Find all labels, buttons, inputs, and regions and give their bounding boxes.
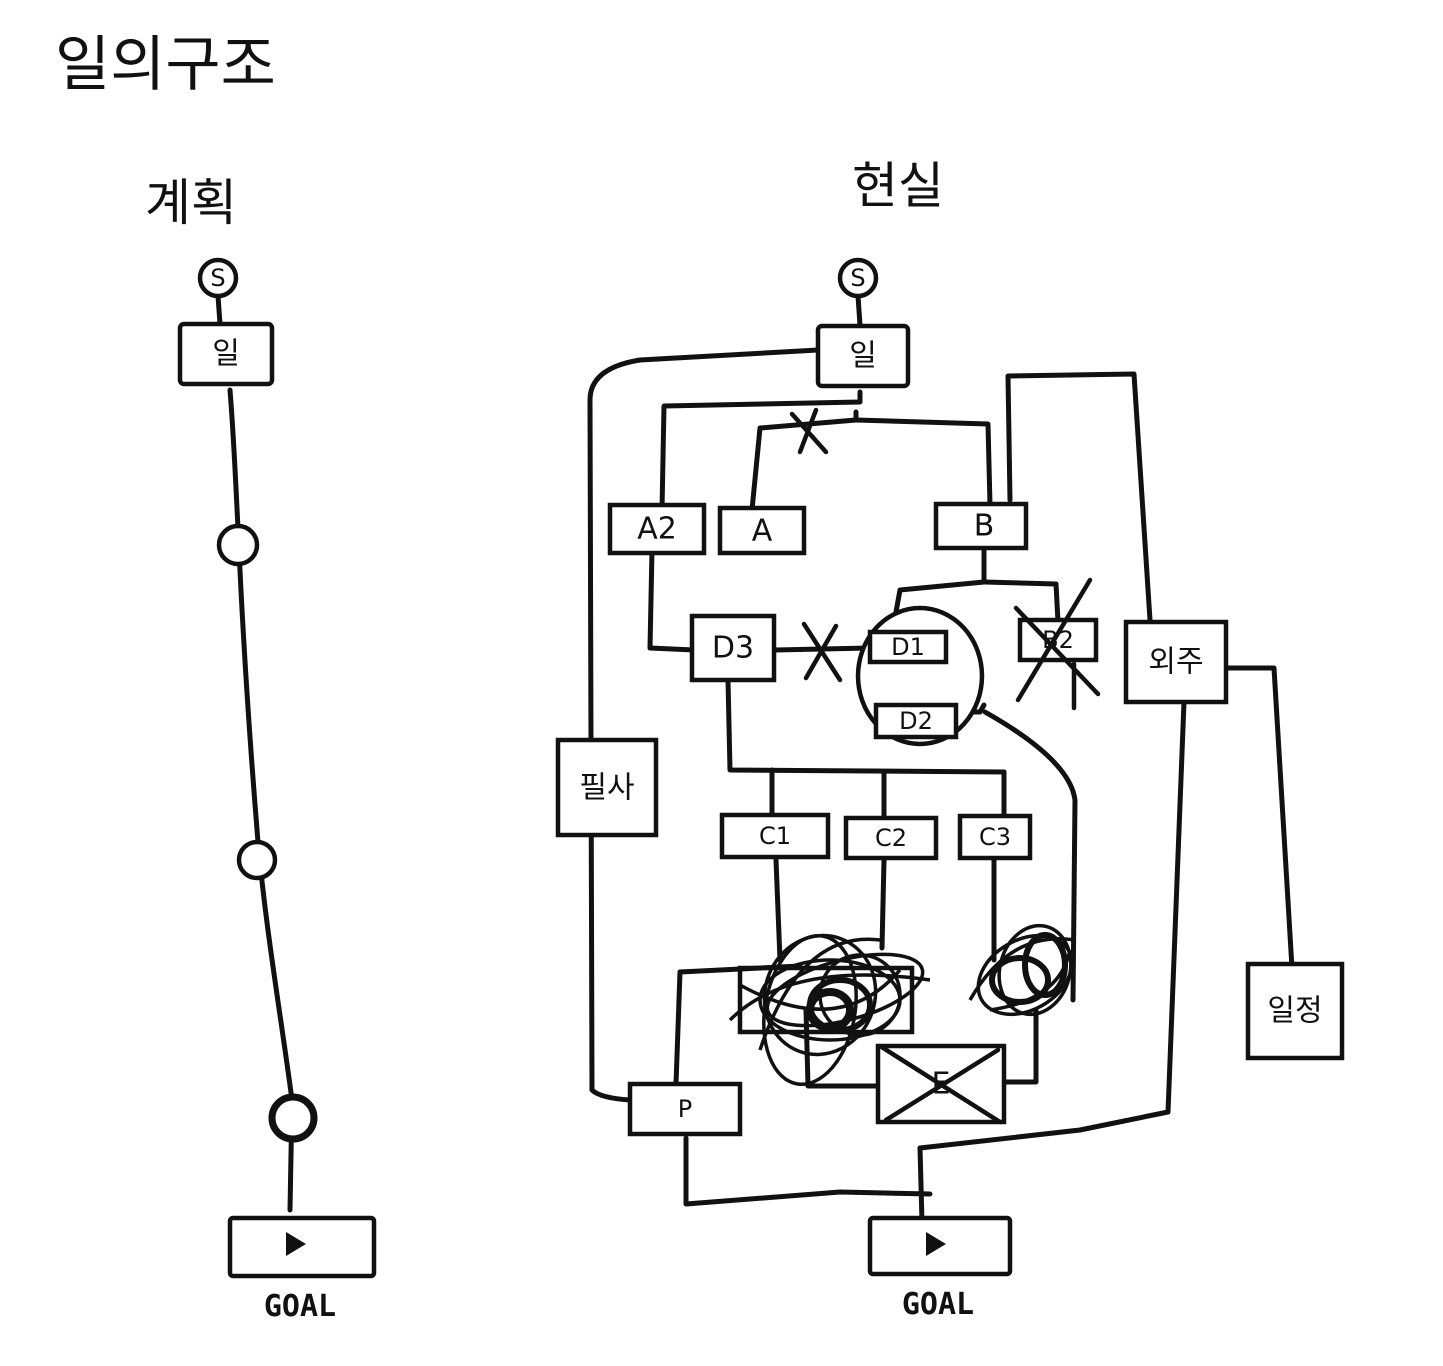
edge-outsource-schedule (1221, 665, 1295, 971)
edge-d3-c-bus (725, 677, 1007, 775)
edge-scribble-e (803, 1007, 883, 1089)
scribble-stroke (728, 937, 931, 1051)
edge-outsource-goal (917, 699, 1187, 1225)
node-d2-box (873, 702, 959, 740)
reality-goal-flag-icon (926, 1232, 946, 1256)
node-c3-box (957, 813, 1033, 861)
plan-milestone-3 (268, 1093, 318, 1143)
cross-out-d3-d1 (801, 621, 843, 683)
plan-start-node (197, 257, 239, 299)
plan-flow: S 일 GOAL (177, 257, 377, 1324)
node-outsource-label: 외주 (1148, 645, 1203, 680)
scribble-stroke (968, 937, 1076, 1012)
node-p-box (627, 1081, 743, 1137)
plan-goal-flag-icon (286, 1232, 306, 1256)
plan-edge-main-line (227, 387, 295, 1213)
plan-milestone-2 (236, 839, 278, 881)
plan-work-label: 일 (212, 337, 240, 372)
edge-c3-e (1001, 1007, 1039, 1085)
edge-work-a2 (659, 389, 863, 513)
edge-b-b2 (981, 579, 1061, 625)
plan-edge-start-work (215, 293, 223, 327)
node-outsource-box (1123, 619, 1229, 705)
node-d2-label: D2 (899, 707, 933, 735)
node-schedule-box (1245, 961, 1345, 1061)
node-d1-box (867, 629, 949, 665)
plan-work-box (177, 321, 275, 387)
node-b-label: B (974, 509, 995, 544)
scribble-hidden-box (737, 965, 915, 1035)
edge-work-a (749, 409, 859, 513)
edge-b-outsource (1005, 371, 1153, 623)
node-schedule-label: 일정 (1267, 994, 1322, 1029)
edge-start-work (855, 293, 863, 328)
cross-out-marks (789, 407, 1101, 1125)
plan-milestone-1 (216, 523, 260, 567)
plan-goal-box (227, 1215, 377, 1279)
edge-c2-down (879, 857, 887, 951)
reality-work-box (815, 323, 911, 389)
node-c1-label: C1 (759, 822, 791, 850)
node-c2-box (843, 815, 939, 861)
reality-heading: 현실 (852, 157, 944, 215)
scribble-stroke (762, 933, 858, 1087)
edge-c1-down (773, 857, 783, 963)
node-a-box (717, 505, 807, 556)
node-d3-box (689, 613, 777, 683)
node-c3-label: C3 (979, 823, 1011, 851)
edge-work-b (853, 417, 993, 508)
cross-out-e (877, 1043, 1003, 1125)
reality-start-node (837, 257, 879, 299)
plan-goal-label: GOAL (264, 1289, 336, 1324)
reality-nodes: S 일 A2 A B D3 D1 D2 B2 외주 필사 C1 C2 C3 일정… (555, 257, 1345, 1322)
edge-a2-d3 (647, 547, 697, 653)
node-c2-label: C2 (875, 824, 907, 852)
cross-out-work-a (789, 407, 829, 455)
cross-out-b2 (1013, 577, 1101, 711)
plan-heading: 계획 (145, 174, 237, 232)
scribble-stroke (806, 988, 854, 1032)
plan-start-label: S (210, 264, 225, 292)
reality-work-label: 일 (849, 339, 877, 374)
reality-edges (587, 293, 1295, 1225)
page-title: 일의구조 (55, 30, 276, 100)
node-p-label: P (678, 1095, 692, 1123)
scribble-cluster-left (728, 933, 931, 1087)
node-d3-label: D3 (712, 631, 754, 666)
edge-b-d1 (893, 545, 987, 615)
edge-d-cluster-down (982, 709, 1078, 1003)
edge-work-copy-p (587, 347, 821, 1103)
node-d1-label: D1 (891, 633, 925, 661)
reality-start-label: S (850, 264, 865, 292)
node-b-box (933, 501, 1029, 551)
node-c1-box (719, 812, 831, 860)
node-a2-box (607, 502, 707, 556)
node-copy-box (555, 737, 659, 838)
reality-goal-label: GOAL (902, 1287, 974, 1322)
edge-p-goal (683, 1135, 933, 1207)
node-a2-label: A2 (637, 512, 677, 547)
node-a-label: A (752, 514, 773, 549)
scribble-cluster-right (968, 923, 1076, 1017)
node-copy-label: 필사 (579, 771, 634, 806)
